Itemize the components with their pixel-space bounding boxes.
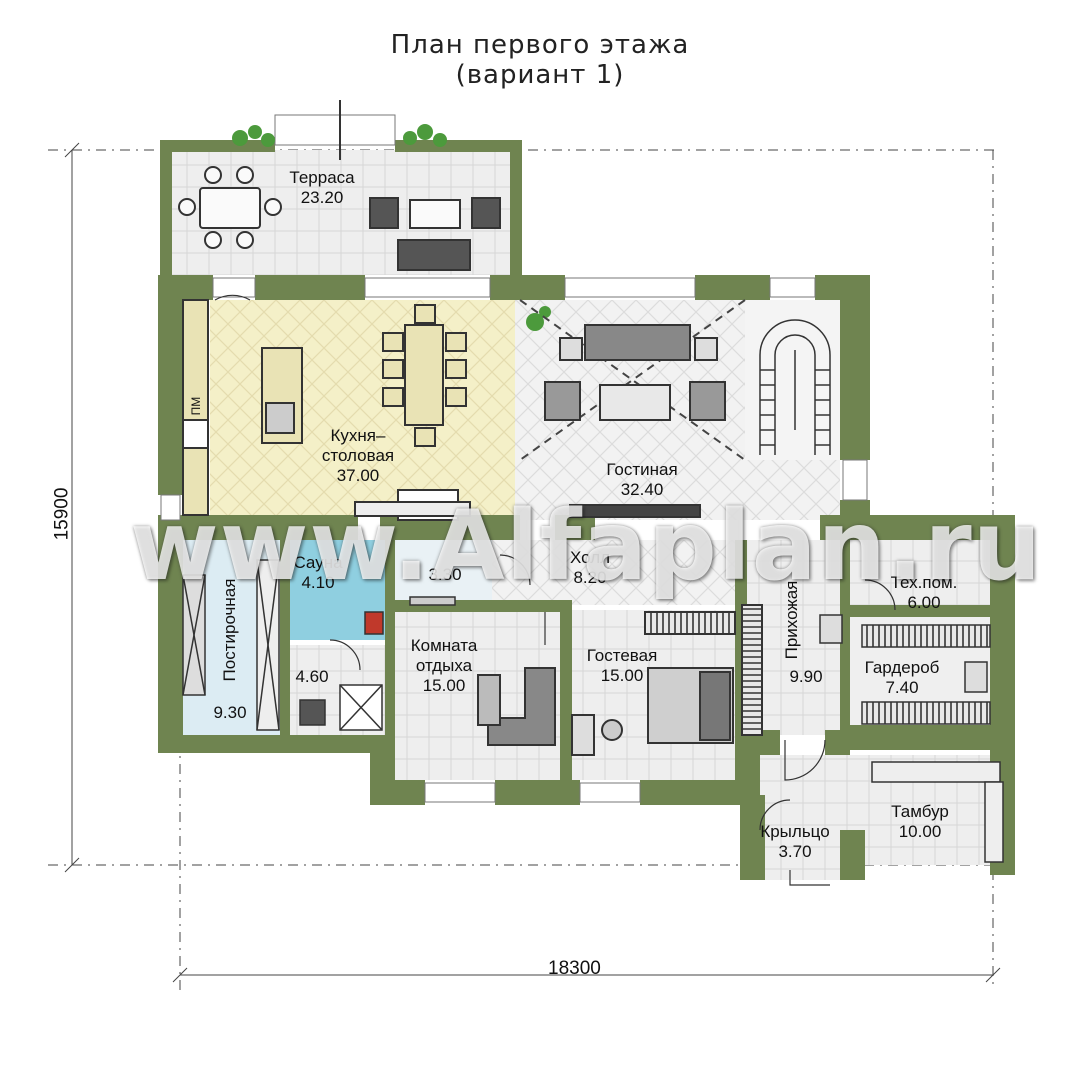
room-bath: 3.30 (428, 565, 461, 585)
room-name: Тамбур (891, 802, 949, 821)
room-name: Терраса (289, 168, 355, 187)
room-guest: Гостевая 15.00 (587, 646, 658, 686)
room-name: Гостиная (606, 460, 678, 479)
room-name: Крыльцо (760, 822, 830, 841)
room-porch: Крыльцо 3.70 (760, 822, 829, 862)
room-area: 7.40 (885, 678, 919, 697)
room-kitchen: Кухня– столовая 37.00 (322, 426, 394, 486)
width-dimension: 18300 (548, 958, 601, 979)
room-furniture (477, 604, 763, 756)
room-living: Гостиная 32.40 (606, 460, 677, 500)
room-area: 10.00 (898, 822, 942, 841)
room-name: Тех.пом. (890, 573, 958, 592)
room-area: 15.00 (600, 666, 644, 685)
room-laundry-area: 9.30 (213, 703, 247, 722)
room-hall: Холл 8.20 (570, 548, 610, 588)
room-area: 4.10 (301, 573, 335, 592)
dishwasher-label: ПМ (189, 396, 203, 416)
room-name: Сауна (293, 553, 343, 572)
room-name-2: столовая (321, 446, 395, 465)
watermark: www.Alfaplan.ru (130, 490, 1043, 602)
room-name: Кухня– (330, 426, 386, 445)
room-area: 3.30 (428, 565, 462, 584)
height-dimension: 15900 (51, 487, 73, 541)
plan-title-line2: (вариант 1) (455, 60, 625, 90)
room-name: Гостевая (586, 646, 658, 665)
room-shower: 4.60 (295, 667, 328, 687)
wardrobe-furniture (819, 614, 1004, 863)
plan-title-line1: План первого этажа (390, 30, 690, 60)
room-terrace: Терраса 23.20 (289, 168, 354, 208)
plant-icons (232, 124, 551, 331)
room-area: 4.60 (295, 667, 329, 686)
room-area: 8.20 (573, 568, 607, 587)
room-vestibule: Тамбур 10.00 (891, 802, 949, 842)
floors (168, 150, 1005, 880)
room-name: Гардероб (864, 658, 940, 677)
kitchen-furniture (182, 299, 471, 521)
staircase (759, 319, 831, 455)
room-area: 37.00 (336, 466, 380, 485)
room-name: Комната (410, 636, 478, 655)
room-area: 23.20 (300, 188, 344, 207)
terrace-furniture (178, 100, 501, 271)
room-name: Холл (569, 548, 611, 567)
room-area: 6.00 (907, 593, 941, 612)
room-area: 15.00 (422, 676, 466, 695)
room-name-2: отдыха (415, 656, 473, 675)
room-entrance-area: 9.90 (789, 667, 823, 686)
living-furniture (519, 299, 746, 518)
room-wardrobe: Гардероб 7.40 (865, 658, 940, 698)
room-area: 32.40 (620, 480, 664, 499)
room-tech: Тех.пом. 6.00 (891, 573, 958, 613)
windows (160, 114, 868, 803)
laundry-furniture (182, 559, 456, 731)
room-area: 3.70 (778, 842, 812, 861)
room-rest: Комната отдыха 15.00 (411, 636, 478, 696)
room-sauna: Сауна 4.10 (293, 553, 342, 593)
doors (214, 294, 896, 886)
walls (158, 140, 1015, 880)
